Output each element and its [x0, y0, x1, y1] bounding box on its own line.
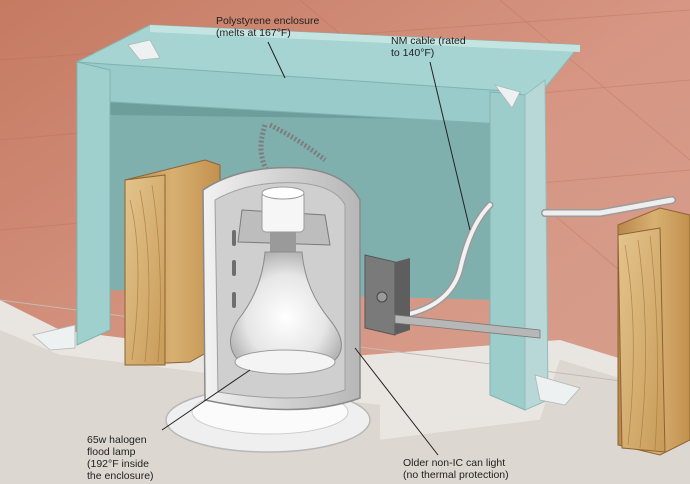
enclosure-right-leg — [490, 92, 525, 410]
enclosure-left-leg — [77, 62, 110, 345]
lamp-neck — [270, 232, 296, 254]
label-halogen-lamp: 65w halogen flood lamp (192°F inside the… — [87, 434, 154, 482]
housing-slots — [232, 230, 236, 308]
label-nm-cable: NM cable (rated to 140°F) — [391, 35, 466, 59]
label-polystyrene-enclosure: Polystyrene enclosure (melts at 167°F) — [216, 15, 319, 39]
label-can-light: Older non-IC can light (no thermal prote… — [403, 457, 509, 481]
lamp-socket-top — [262, 187, 304, 199]
right-joist-end — [618, 228, 665, 452]
junction-box-knockout — [377, 292, 387, 302]
enclosure-right-leg-side — [525, 80, 548, 410]
